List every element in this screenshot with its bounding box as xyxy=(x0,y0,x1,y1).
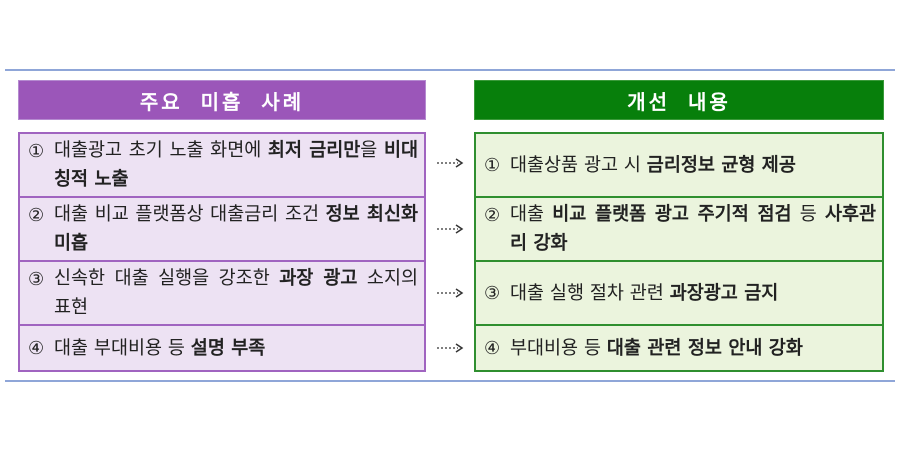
emphasis-text: 비대칭적 노출 xyxy=(54,140,419,190)
right-row-4: ④ 부대비용 등 대출 관련 정보 안내 강화 xyxy=(476,326,882,370)
issues-table: ① 대출광고 초기 노출 화면에 최저 금리만을 비대칭적 노출 ② 대출 비교 플랫… xyxy=(18,132,426,372)
plain-text: 대출 xyxy=(510,204,553,225)
emphasis-text: 과장 광고 xyxy=(279,268,358,289)
plain-text: 대출 부대비용 등 xyxy=(54,337,191,359)
plain-text: 소지의 표현 xyxy=(54,268,418,318)
dotted-arrow-icon xyxy=(436,154,464,168)
emphasis-text: 설명 부족 xyxy=(190,337,266,359)
plain-text: 등 xyxy=(791,204,825,225)
item-text: 대출광고 초기 노출 화면에 최저 금리만을 비대칭적 노출 xyxy=(54,136,418,194)
bottom-rule xyxy=(5,380,895,382)
dotted-arrow-icon xyxy=(436,284,464,298)
plain-text: 대출상품 광고 시 xyxy=(510,154,647,176)
dotted-arrow-icon xyxy=(436,339,464,353)
item-text: 대출 실행 절차 관련 과장광고 금지 xyxy=(510,279,876,308)
emphasis-text: 금리정보 균형 제공 xyxy=(646,154,796,176)
item-text: 대출 비교 플랫폼 광고 주기적 점검 등 사후관리 강화 xyxy=(510,200,876,258)
item-number: ③ xyxy=(28,269,45,290)
issues-header: 주요 미흡 사례 xyxy=(18,80,426,120)
left-row-1: ① 대출광고 초기 노출 화면에 최저 금리만을 비대칭적 노출 xyxy=(20,134,424,198)
emphasis-text: 비교 플랫폼 광고 주기적 점검 xyxy=(552,204,792,225)
emphasis-text: 사후관리 강화 xyxy=(510,204,876,254)
plain-text: 대출 실행 절차 관련 xyxy=(510,282,670,304)
item-number: ② xyxy=(484,205,501,226)
item-number: ③ xyxy=(484,282,501,304)
right-row-3: ③ 대출 실행 절차 관련 과장광고 금지 xyxy=(476,262,882,326)
right-row-2: ② 대출 비교 플랫폼 광고 주기적 점검 등 사후관리 강화 xyxy=(476,198,882,262)
item-text: 대출상품 광고 시 금리정보 균형 제공 xyxy=(510,151,876,180)
left-row-4: ④ 대출 부대비용 등 설명 부족 xyxy=(20,326,424,370)
plain-text: 을 xyxy=(360,140,384,161)
plain-text: 대출광고 초기 노출 화면에 xyxy=(54,140,268,161)
emphasis-text: 최저 금리만 xyxy=(267,140,361,161)
item-number: ④ xyxy=(484,337,501,359)
plain-text: 부대비용 등 xyxy=(510,337,607,359)
emphasis-text: 정보 최신화 미흡 xyxy=(54,204,418,254)
item-text: 대출 비교 플랫폼상 대출금리 조건 정보 최신화 미흡 xyxy=(54,200,418,258)
left-row-2: ② 대출 비교 플랫폼상 대출금리 조건 정보 최신화 미흡 xyxy=(20,198,424,262)
top-rule xyxy=(5,69,895,71)
improvements-table: ① 대출상품 광고 시 금리정보 균형 제공 ② 대출 비교 플랫폼 광고 주기적 점… xyxy=(474,132,884,372)
left-row-3: ③ 신속한 대출 실행을 강조한 과장 광고 소지의 표현 xyxy=(20,262,424,326)
item-text: 부대비용 등 대출 관련 정보 안내 강화 xyxy=(510,334,876,363)
plain-text: 신속한 대출 실행을 강조한 xyxy=(54,268,280,289)
plain-text: 대출 비교 플랫폼상 대출금리 조건 xyxy=(54,204,326,225)
right-row-1: ① 대출상품 광고 시 금리정보 균형 제공 xyxy=(476,134,882,198)
item-number: ④ xyxy=(28,337,45,359)
dotted-arrow-icon xyxy=(436,220,464,234)
item-text: 신속한 대출 실행을 강조한 과장 광고 소지의 표현 xyxy=(54,264,418,322)
item-number: ① xyxy=(28,141,45,162)
item-number: ② xyxy=(28,205,45,226)
emphasis-text: 과장광고 금지 xyxy=(669,282,779,304)
improvements-header: 개선 내용 xyxy=(474,80,884,120)
item-text: 대출 부대비용 등 설명 부족 xyxy=(54,334,418,363)
item-number: ① xyxy=(484,154,501,176)
emphasis-text: 대출 관련 정보 안내 강화 xyxy=(606,337,803,359)
